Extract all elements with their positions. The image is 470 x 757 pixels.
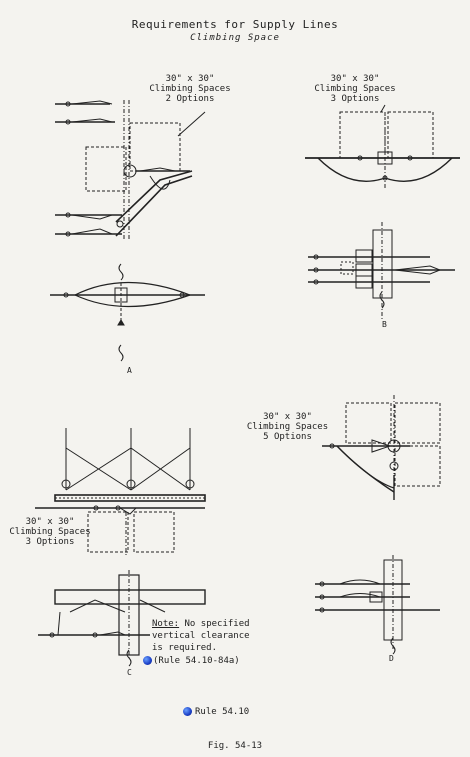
panel-c-climb-space-1: [87, 511, 129, 553]
panel-a-plan-arc: [74, 281, 191, 296]
panel-b-sag-1: [317, 157, 386, 182]
panel-c-label: C: [127, 668, 132, 677]
panel-d-note-line-3: 5 Options: [263, 432, 312, 442]
page-subtitle: Climbing Space: [190, 33, 280, 43]
figure-caption: Fig. 54-13: [207, 741, 263, 751]
panel-a-drawing: [50, 100, 206, 362]
panel-d-climb-space-1: [345, 402, 392, 444]
panel-a-note-line-2: Climbing Spaces: [149, 84, 231, 94]
panel-c-climb-note: 30" x 30" Climbing Spaces 3 Options: [5, 517, 95, 547]
panel-a-climb-space-2: [129, 122, 181, 172]
panel-c-note-line-1: 30" x 30": [25, 517, 75, 527]
panel-c-note-line-3: 3 Options: [25, 537, 75, 547]
panel-c-lower-crossarm: [54, 589, 206, 605]
panel-b-climb-space-1: [339, 111, 386, 159]
panel-d-drawing: [315, 395, 441, 655]
panel-b-climb-space-2: [387, 111, 434, 159]
panel-c-clearance-note: Note: No specified vertical clearance is…: [152, 618, 250, 654]
panel-c-climb-space-2: [133, 511, 175, 553]
panel-a-climb-space-1: [85, 146, 127, 192]
panel-c-note-head: Note:: [152, 619, 180, 629]
rule-link[interactable]: Rule 54.10: [195, 707, 250, 717]
panel-d-climb-space-2: [394, 402, 441, 444]
panel-b-note-line-1: 30" x 30": [330, 74, 380, 84]
panel-d-note-line-2: Climbing Spaces: [246, 422, 329, 432]
panel-b-note-line-2: Climbing Spaces: [314, 84, 396, 94]
panel-a-label: A: [127, 366, 132, 375]
panel-c-drawing: [35, 428, 206, 667]
panel-d-climb-note: 30" x 30" Climbing Spaces 5 Options: [235, 412, 340, 442]
panel-b-label: B: [382, 320, 387, 329]
panel-a-note-line-1: 30" x 30": [165, 74, 215, 84]
panel-d-note-line-1: 30" x 30": [263, 412, 312, 422]
panel-c-note-line-1: No specified: [184, 619, 250, 629]
panel-a-climb-note: 30" x 30" Climbing Spaces 2 Options: [140, 74, 240, 104]
panel-c-note-line-3: is required.: [152, 643, 218, 653]
panel-d-climb-space-3: [394, 445, 441, 487]
panel-c-rule-ref[interactable]: (Rule 54.10-84a): [153, 656, 240, 666]
rule-link-bullet-icon[interactable]: [183, 707, 192, 716]
panel-a-note-line-3: 2 Options: [165, 94, 215, 104]
panel-a-slope-conductor: [115, 170, 193, 223]
panel-c-note-line-2: Climbing Spaces: [9, 527, 91, 537]
panel-c-note-line-2: vertical clearance: [152, 631, 250, 641]
page-title: Requirements for Supply Lines: [131, 18, 339, 31]
panel-b-climb-note: 30" x 30" Climbing Spaces 3 Options: [300, 74, 410, 104]
panel-d-label: D: [389, 654, 394, 663]
rule-bullet-icon[interactable]: [143, 656, 152, 665]
panel-b-drawing: [305, 104, 460, 320]
panel-b-note-line-3: 3 Options: [330, 94, 380, 104]
panel-c-crossarm: [54, 494, 206, 502]
